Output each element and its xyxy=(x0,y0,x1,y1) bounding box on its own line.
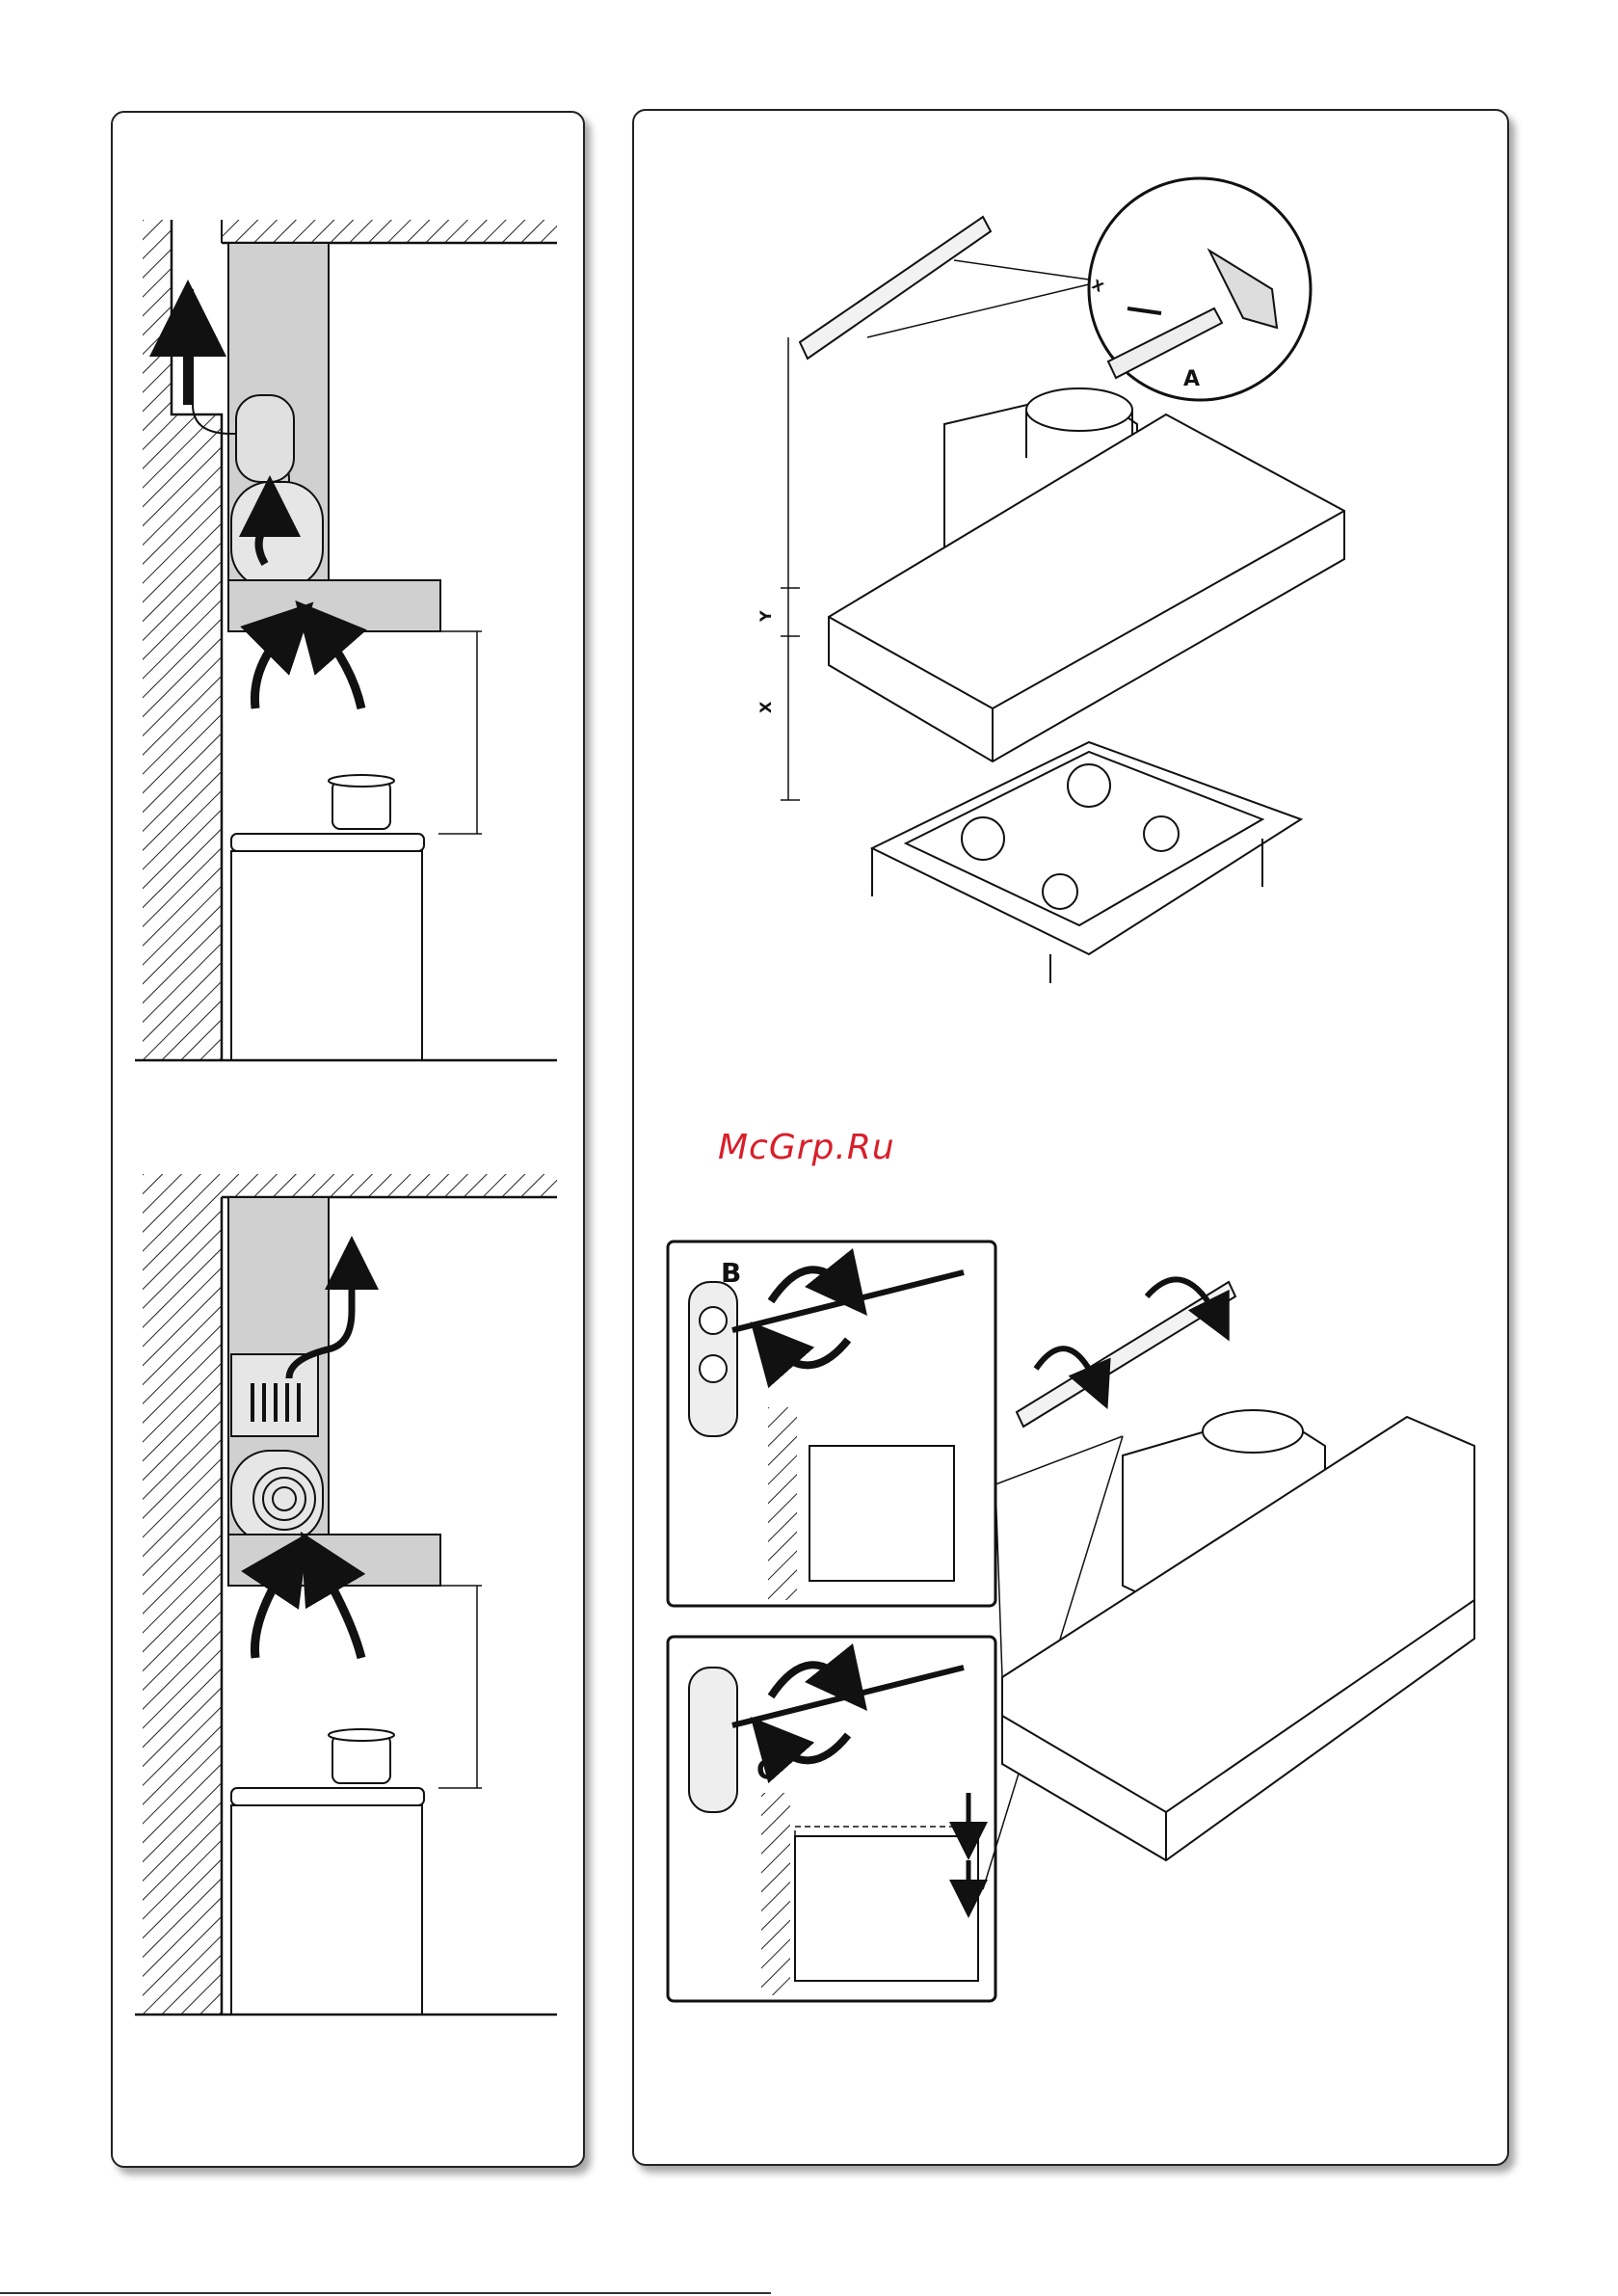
oven xyxy=(231,851,422,1060)
watermark-text: McGrp.Ru xyxy=(718,1128,895,1167)
motor xyxy=(231,482,323,588)
hood-canopy xyxy=(228,580,440,631)
bottom-rule xyxy=(0,2292,771,2294)
ceiling-hatch xyxy=(222,220,557,243)
cooktop xyxy=(231,834,424,851)
adjustment-detail-diagram xyxy=(668,1241,1474,2001)
bracket-installation-diagram xyxy=(781,178,1344,983)
wall-bracket xyxy=(800,217,991,359)
pot xyxy=(332,781,390,829)
wall-hatch xyxy=(143,220,172,1060)
recirculating-hood-diagram xyxy=(135,1174,557,2015)
hood-canopy xyxy=(829,414,1344,761)
label-y: Y xyxy=(756,610,775,623)
label-c: C xyxy=(756,1753,777,1785)
label-a: A xyxy=(1183,367,1200,391)
ducted-hood-diagram xyxy=(135,220,557,1060)
label-b: B xyxy=(721,1257,741,1289)
label-x: X xyxy=(756,701,775,713)
